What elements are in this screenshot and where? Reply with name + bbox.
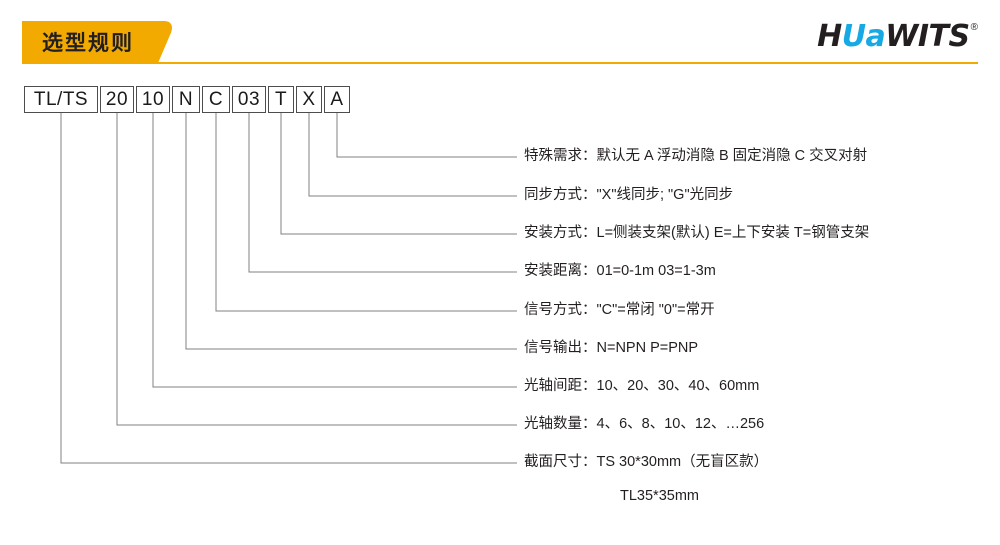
annotation-4: 信号方式："C"=常闭 "0"=常开 <box>524 301 715 319</box>
annotation-value-3: 01=0-1m 03=1-3m <box>596 263 716 279</box>
annotation-value-5: N=NPN P=PNP <box>596 340 699 356</box>
annotation-7: 光轴数量：4、6、8、10、12、…256 <box>524 415 764 433</box>
code-box-1: 20 <box>100 86 134 113</box>
annotation-2: 安装方式：L=侧装支架(默认) E=上下安装 T=钢管支架 <box>524 224 869 242</box>
leader-line-7 <box>116 113 517 426</box>
logo-part-1: H <box>817 19 842 54</box>
logo-part-3: WITS <box>885 19 970 54</box>
annotation-value-7: 4、6、8、10、12、…256 <box>596 416 765 432</box>
annotation-1: 同步方式："X"线同步; "G"光同步 <box>524 186 733 204</box>
annotation-label-2: 安装方式： <box>524 225 597 241</box>
code-box-5: 03 <box>232 86 266 113</box>
annotation-value-4: "C"=常闭 "0"=常开 <box>596 302 715 318</box>
annotation-value-1: "X"线同步; "G"光同步 <box>596 187 734 203</box>
leader-line-2 <box>280 113 517 235</box>
annotation-label-1: 同步方式： <box>524 187 597 203</box>
annotation-0: 特殊需求：默认无 A 浮动消隐 B 固定消隐 C 交叉对射 <box>524 147 867 165</box>
annotation-8: 截面尺寸：TS 30*30mm（无盲区款） <box>524 453 768 471</box>
code-box-2: 10 <box>136 86 170 113</box>
annotation-label-5: 信号输出： <box>524 340 597 356</box>
annotation-subvalue-8: TL35*35mm <box>620 488 699 504</box>
code-box-3: N <box>172 86 200 113</box>
leader-line-8 <box>60 113 517 464</box>
leader-line-1 <box>308 113 517 197</box>
logo-part-2: Ua <box>841 19 886 54</box>
annotation-label-3: 安装距离： <box>524 263 597 279</box>
section-banner: 选型规则 <box>22 21 192 63</box>
leader-line-4 <box>215 113 517 312</box>
annotation-label-4: 信号方式： <box>524 302 597 318</box>
annotation-5: 信号输出：N=NPN P=PNP <box>524 339 698 357</box>
logo-wordmark: HUaWITS <box>817 22 970 52</box>
annotation-3: 安装距离：01=0-1m 03=1-3m <box>524 262 716 280</box>
code-box-7: X <box>296 86 322 113</box>
banner-shape-icon <box>22 21 172 63</box>
leader-line-5 <box>185 113 517 350</box>
annotation-label-6: 光轴间距： <box>524 378 597 394</box>
annotation-value-6: 10、20、30、40、60mm <box>596 378 760 394</box>
registered-trademark-icon: ® <box>970 22 978 33</box>
code-box-6: T <box>268 86 294 113</box>
annotation-value-2: L=侧装支架(默认) E=上下安装 T=钢管支架 <box>596 225 870 241</box>
code-box-0: TL/TS <box>24 86 98 113</box>
annotation-value-0: 默认无 A 浮动消隐 B 固定消隐 C 交叉对射 <box>596 148 868 164</box>
leader-line-6 <box>152 113 517 388</box>
annotation-6: 光轴间距：10、20、30、40、60mm <box>524 377 759 395</box>
leader-line-0 <box>336 113 517 158</box>
leader-line-3 <box>248 113 517 273</box>
annotation-label-8: 截面尺寸： <box>524 454 597 470</box>
code-box-4: C <box>202 86 230 113</box>
annotation-label-7: 光轴数量： <box>524 416 597 432</box>
page-title: 选型规则 <box>42 32 134 55</box>
brand-logo: HUaWITS ® <box>817 22 978 56</box>
header-divider-rule <box>22 62 978 64</box>
annotation-value-8: TS 30*30mm（无盲区款） <box>596 454 769 470</box>
code-box-8: A <box>324 86 350 113</box>
annotation-label-0: 特殊需求： <box>524 148 597 164</box>
